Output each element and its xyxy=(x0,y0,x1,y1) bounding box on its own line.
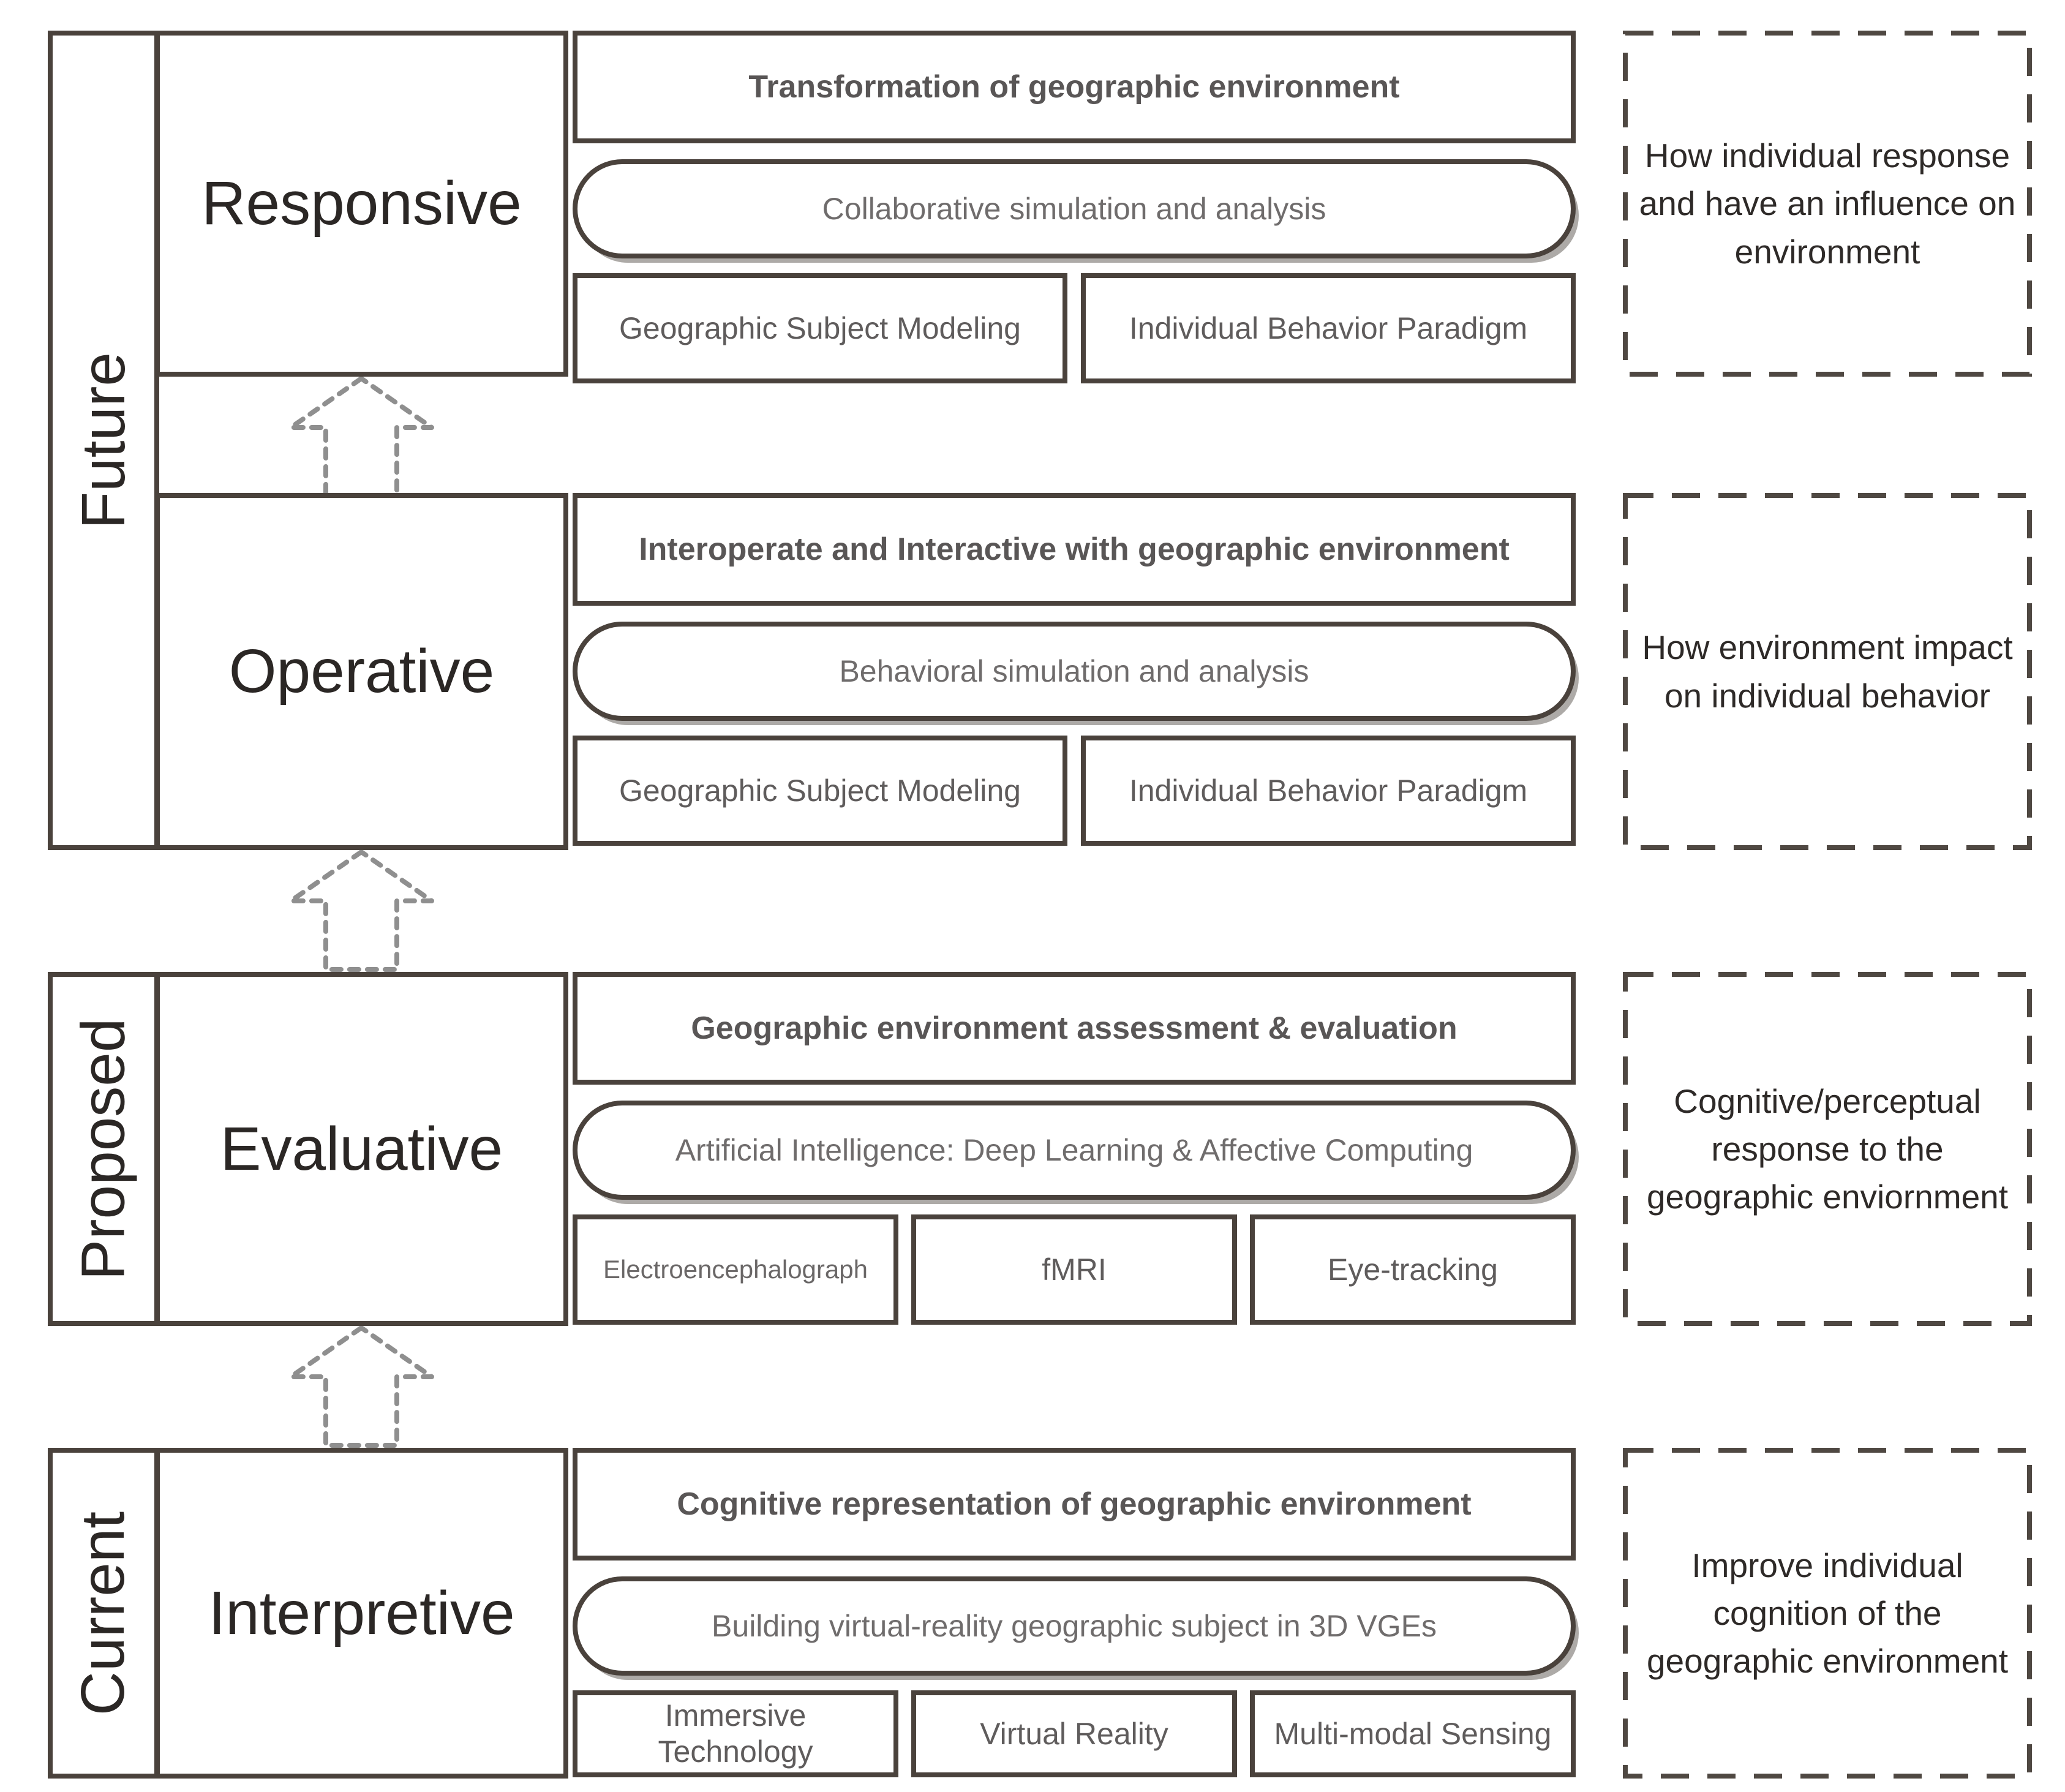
stage-subrow: Geographic Subject Modeling Individual B… xyxy=(573,273,1576,383)
era-strip-current: Current xyxy=(48,1448,159,1779)
stage-header-label: Geographic environment assessment & eval… xyxy=(691,1011,1458,1046)
stage-header: Interoperate and Interactive with geogra… xyxy=(573,493,1576,606)
sub-box-label: Electroencephalograph xyxy=(603,1255,868,1284)
sub-box: Virtual Reality xyxy=(911,1690,1237,1777)
stage-detail-responsive: Transformation of geographic environment… xyxy=(573,31,1576,383)
stage-header-label: Transformation of geographic environment xyxy=(748,69,1400,105)
up-arrow-icon xyxy=(288,849,434,972)
sub-box-label: Eye-tracking xyxy=(1328,1252,1498,1287)
stage-name: Interpretive xyxy=(208,1578,515,1647)
outcome-label: Cognitive/perceptual response to the geo… xyxy=(1646,1082,2009,1216)
up-arrow-icon xyxy=(288,376,434,499)
sub-box-label: Individual Behavior Paradigm xyxy=(1129,311,1528,345)
stage-capsule-label: Collaborative simulation and analysis xyxy=(822,192,1326,226)
stage-capsule: Building virtual-reality geographic subj… xyxy=(573,1576,1576,1676)
outcome-box: How environment impact on individual beh… xyxy=(1623,493,2032,850)
outcome-label: How individual response and have an infl… xyxy=(1639,137,2016,271)
sub-box: Multi-modal Sensing xyxy=(1250,1690,1576,1777)
stage-detail-interpretive: Cognitive representation of geographic e… xyxy=(573,1448,1576,1777)
outcome-box: Cognitive/perceptual response to the geo… xyxy=(1623,972,2032,1326)
sub-box-label: fMRI xyxy=(1042,1252,1107,1287)
stage-capsule: Artificial Intelligence: Deep Learning &… xyxy=(573,1101,1576,1200)
outcome-label: How environment impact on individual beh… xyxy=(1642,628,2013,715)
stage-box-evaluative: Evaluative xyxy=(155,972,568,1326)
outcome-box-border xyxy=(1623,493,2032,850)
sub-box: Geographic Subject Modeling xyxy=(573,273,1067,383)
stage-capsule-label: Artificial Intelligence: Deep Learning &… xyxy=(675,1133,1473,1167)
sub-box: fMRI xyxy=(911,1214,1237,1325)
stage-subrow: Geographic Subject Modeling Individual B… xyxy=(573,736,1576,846)
era-label: Current xyxy=(69,1511,138,1715)
stage-capsule-label: Building virtual-reality geographic subj… xyxy=(712,1609,1437,1643)
sub-box-label: Geographic Subject Modeling xyxy=(619,311,1021,345)
outcome-box: How individual response and have an infl… xyxy=(1623,31,2032,377)
stage-name: Operative xyxy=(228,637,495,706)
sub-box: Immersive Technology xyxy=(573,1690,898,1777)
stage-box-operative: Operative xyxy=(155,493,568,850)
stage-header-label: Cognitive representation of geographic e… xyxy=(677,1486,1472,1522)
stage-capsule: Collaborative simulation and analysis xyxy=(573,159,1576,258)
stage-header: Cognitive representation of geographic e… xyxy=(573,1448,1576,1560)
up-arrow-icon xyxy=(288,1325,434,1448)
stage-capsule-label: Behavioral simulation and analysis xyxy=(839,654,1309,688)
stage-header: Transformation of geographic environment xyxy=(573,31,1576,143)
stage-box-responsive: Responsive xyxy=(155,31,568,377)
sub-box-label: Immersive Technology xyxy=(658,1698,813,1769)
stage-box-interpretive: Interpretive xyxy=(155,1448,568,1779)
sub-box-label: Multi-modal Sensing xyxy=(1274,1716,1552,1751)
sub-box-label: Individual Behavior Paradigm xyxy=(1129,773,1528,808)
sub-box: Eye-tracking xyxy=(1250,1214,1576,1325)
sub-box: Geographic Subject Modeling xyxy=(573,736,1067,846)
stage-subrow: Immersive Technology Virtual Reality Mul… xyxy=(573,1690,1576,1777)
sub-box-label: Geographic Subject Modeling xyxy=(619,773,1021,808)
stage-detail-operative: Interoperate and Interactive with geogra… xyxy=(573,493,1576,846)
era-strip-future: Future xyxy=(48,31,159,850)
stage-detail-evaluative: Geographic environment assessment & eval… xyxy=(573,972,1576,1325)
outcome-box-border xyxy=(1623,1448,2032,1779)
outcome-box-border xyxy=(1623,31,2032,377)
stage-subrow: Electroencephalograph fMRI Eye-tracking xyxy=(573,1214,1576,1325)
era-label: Future xyxy=(69,352,138,529)
era-label: Proposed xyxy=(69,1017,138,1281)
outcome-label: Improve individual cognition of the geog… xyxy=(1646,1546,2009,1681)
stage-header-label: Interoperate and Interactive with geogra… xyxy=(639,532,1510,567)
sub-box: Electroencephalograph xyxy=(573,1214,898,1325)
stage-capsule: Behavioral simulation and analysis xyxy=(573,622,1576,721)
sub-box-label: Virtual Reality xyxy=(980,1716,1168,1751)
era-strip-proposed: Proposed xyxy=(48,972,159,1326)
stage-name: Evaluative xyxy=(220,1114,503,1183)
stage-header: Geographic environment assessment & eval… xyxy=(573,972,1576,1085)
outcome-box: Improve individual cognition of the geog… xyxy=(1623,1448,2032,1779)
outcome-box-border xyxy=(1623,972,2032,1326)
sub-box: Individual Behavior Paradigm xyxy=(1081,736,1576,846)
stage-name: Responsive xyxy=(201,169,522,238)
sub-box: Individual Behavior Paradigm xyxy=(1081,273,1576,383)
